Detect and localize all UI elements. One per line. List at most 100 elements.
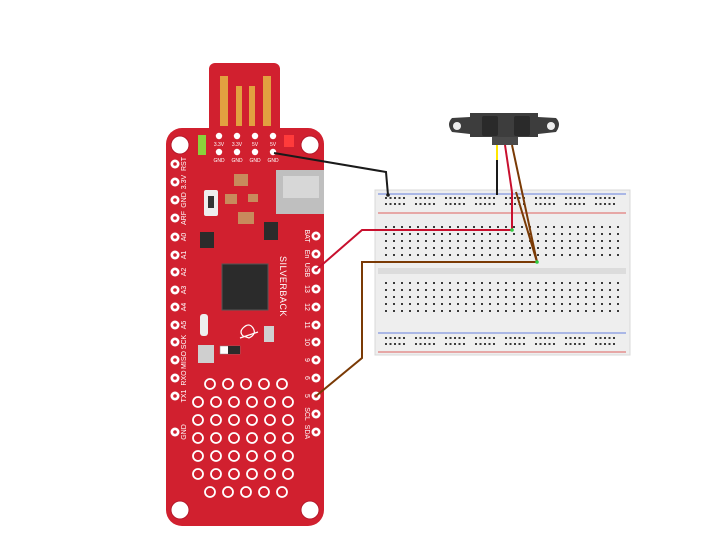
bb-hole <box>481 296 483 298</box>
bb-hole <box>488 197 491 199</box>
bb-hole <box>609 289 611 291</box>
bb-hole <box>417 303 419 305</box>
bb-hole <box>553 289 555 291</box>
bb-hole <box>613 337 615 339</box>
bb-hole <box>601 226 603 228</box>
bb-hole <box>441 289 443 291</box>
pin-label: USB <box>303 263 310 278</box>
bb-hole <box>505 343 507 345</box>
pin-label: 5 <box>303 394 310 398</box>
bb-hole <box>553 197 555 199</box>
bb-hole <box>445 337 447 339</box>
bb-hole <box>577 240 579 242</box>
usb-contact <box>249 86 255 126</box>
proto-hole <box>258 486 270 498</box>
bb-hole <box>574 203 576 205</box>
bb-hole <box>473 247 475 249</box>
bb-hole <box>613 343 615 345</box>
bb-hole <box>473 296 475 298</box>
header-gnd-label: GND <box>231 158 243 164</box>
mount-hole <box>300 135 320 155</box>
bb-hole <box>403 203 405 205</box>
bb-hole <box>454 203 456 205</box>
bb-hole <box>409 303 411 305</box>
bb-hole <box>617 310 619 312</box>
header-pad <box>269 132 277 140</box>
bb-hole <box>481 310 483 312</box>
bb-hole <box>505 203 507 205</box>
bb-hole <box>441 254 443 256</box>
proto-hole <box>204 486 216 498</box>
proto-hole <box>228 432 240 444</box>
bb-hole <box>593 296 595 298</box>
bb-hole <box>548 337 551 339</box>
bb-hole <box>489 289 491 291</box>
bb-hole <box>428 343 431 345</box>
bb-hole <box>593 289 595 291</box>
bb-hole <box>441 303 443 305</box>
bb-hole <box>458 337 461 339</box>
bb-hole <box>574 337 576 339</box>
bb-hole <box>523 337 525 339</box>
bb-hole <box>394 343 396 345</box>
proto-hole <box>222 378 234 390</box>
bb-hole <box>593 240 595 242</box>
bb-hole <box>385 203 387 205</box>
bb-hole <box>529 310 531 312</box>
bb-hole <box>454 343 456 345</box>
header-pad <box>233 148 241 156</box>
bb-hole <box>577 282 579 284</box>
bb-hole <box>449 247 451 249</box>
proto-hole <box>282 432 294 444</box>
bb-hole <box>505 240 507 242</box>
bb-hole <box>441 240 443 242</box>
bb-hole <box>489 240 491 242</box>
bb-hole <box>385 289 387 291</box>
proto-hole <box>276 486 288 498</box>
sensor-lead-red <box>504 144 513 193</box>
bb-hole <box>457 226 459 228</box>
bb-hole <box>433 343 435 345</box>
bb-hole <box>535 337 537 339</box>
bb-hole <box>393 226 395 228</box>
bb-hole <box>505 233 507 235</box>
bb-hole <box>553 310 555 312</box>
bb-hole <box>585 240 587 242</box>
bb-hole <box>433 240 435 242</box>
bb-hole <box>417 282 419 284</box>
bb-hole <box>569 289 571 291</box>
bb-hole <box>505 226 507 228</box>
bb-hole <box>578 337 581 339</box>
proto-hole <box>192 414 204 426</box>
regulator-chip <box>200 232 214 248</box>
pin-label: SCL <box>303 407 310 421</box>
bb-hole <box>398 203 401 205</box>
bb-hole <box>513 240 515 242</box>
bb-hole <box>425 254 427 256</box>
bb-hole <box>585 282 587 284</box>
bb-hole <box>529 289 531 291</box>
bb-hole <box>493 337 495 339</box>
bb-hole <box>585 296 587 298</box>
mount-hole <box>170 500 190 520</box>
bb-hole <box>609 254 611 256</box>
bb-hole <box>393 310 395 312</box>
bb-hole <box>593 247 595 249</box>
bb-hole <box>609 296 611 298</box>
bb-hole <box>385 247 387 249</box>
bb-hole <box>497 303 499 305</box>
bb-hole <box>518 197 521 199</box>
capacitor <box>248 194 258 202</box>
bb-hole <box>537 233 539 235</box>
prototyping-area <box>192 378 294 498</box>
bb-hole <box>484 343 486 345</box>
pin-label: SDA <box>303 425 310 440</box>
proto-hole <box>222 486 234 498</box>
bb-hole <box>553 296 555 298</box>
bb-hole <box>417 247 419 249</box>
bb-hole <box>424 203 426 205</box>
bb-hole <box>593 310 595 312</box>
bb-hole <box>433 303 435 305</box>
pin-label: En <box>303 250 310 259</box>
bb-hole <box>497 240 499 242</box>
